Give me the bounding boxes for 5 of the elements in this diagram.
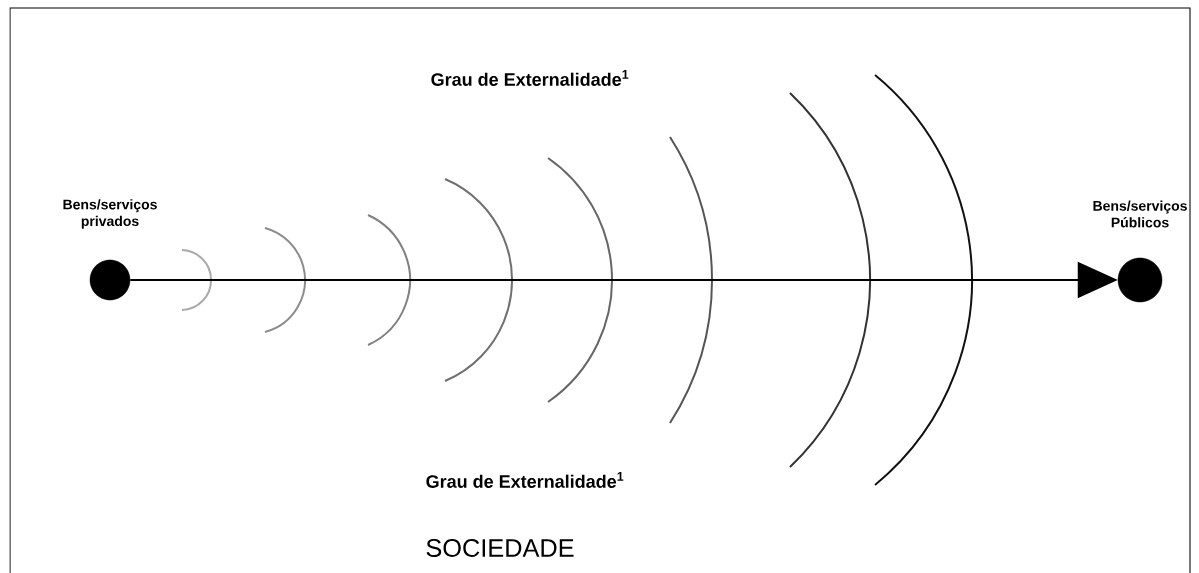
node-label: Bens/serviços privados [63, 199, 157, 229]
heading: Grau de Externalidade$^{1}$ [431, 70, 629, 86]
caption: SOCIEDADE [426, 539, 574, 557]
heading: Grau de Externalidade$^{1}$ [426, 472, 624, 488]
node-label: Bens/serviços Públicos [1093, 200, 1187, 228]
